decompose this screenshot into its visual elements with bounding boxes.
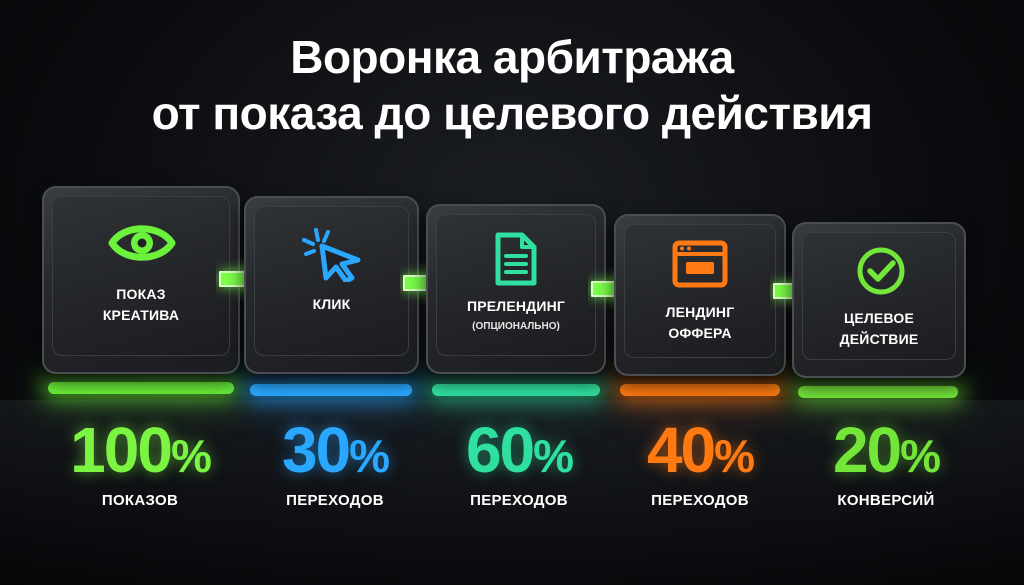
browser-window-icon [672,240,728,288]
step-3-label-sub: (ОПЦИОНАЛЬНО) [472,321,560,332]
step-3-percent: 60% [465,414,574,486]
step-1-label-line1: ПОКАЗ [116,286,166,302]
step-2-tile: КЛИК [244,196,419,374]
cursor-click-icon [302,228,361,282]
step-3-metric-label: ПЕРЕХОДОВ [470,492,568,509]
page-title-line2: от показа до целевого действия [151,87,873,139]
step-3-glow-bar [432,384,600,396]
step-1-tile: ПОКАЗ КРЕАТИВА [42,186,240,374]
step-5-percent: 20% [832,414,941,486]
step-4-label-line2: ОФФЕРА [668,325,732,341]
step-2-percent: 30% [281,414,390,486]
step-1-metric-label: ПОКАЗОВ [101,492,179,509]
step-1-label-line2: КРЕАТИВА [102,307,180,323]
step-1-percent: 100% [70,414,212,486]
step-5-metric-label: КОНВЕРСИЙ [837,492,935,509]
step-3-tile: ПРЕЛЕНДИНГ (ОПЦИОНАЛЬНО) [426,204,606,374]
step-4-label-line1: ЛЕНДИНГ [665,304,735,320]
step-4-tile: ЛЕНДИНГ ОФФЕРА [614,214,786,376]
step-4-glow-bar [620,384,780,396]
step-5-label-line1: ЦЕЛЕВОЕ [843,310,915,326]
step-1-glow-bar [48,382,234,394]
step-4-percent: 40% [646,414,755,486]
step-5-glow-bar [798,386,958,398]
step-5-tile: ЦЕЛЕВОЕ ДЕЙСТВИЕ [792,222,966,378]
step-2-label-line1: КЛИК [312,296,351,312]
step-2-glow-bar [250,384,412,396]
eye-icon [108,225,176,261]
checkmark-circle-icon [857,247,905,295]
step-4-metric-label: ПЕРЕХОДОВ [651,492,749,509]
step-3-label-line1: ПРЕЛЕНДИНГ [466,298,566,314]
document-icon [495,232,537,286]
reflective-floor [0,400,1024,585]
page-title-line1: Воронка арбитража [290,31,734,83]
step-2-metric-label: ПЕРЕХОДОВ [286,492,384,509]
step-5-label-line2: ДЕЙСТВИЕ [839,331,919,347]
